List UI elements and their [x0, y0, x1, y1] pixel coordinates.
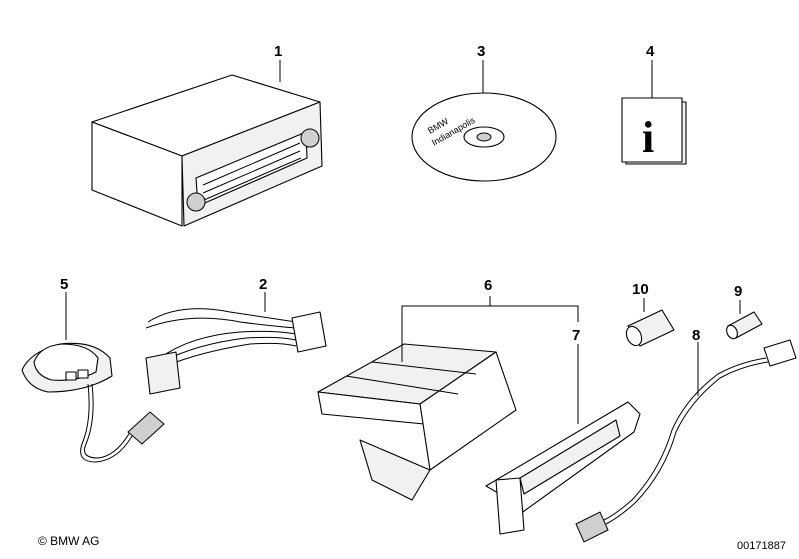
info-icon: i	[642, 113, 654, 162]
trim-bezel	[485, 344, 641, 535]
plug-sleeve	[726, 300, 763, 340]
document-number: 00171887	[737, 540, 786, 552]
info-booklet	[621, 60, 687, 165]
callout-8: 8	[692, 327, 700, 344]
callout-3: 3	[477, 43, 485, 60]
radio-unit	[91, 60, 323, 227]
gps-antenna	[21, 292, 165, 463]
callout-9: 9	[734, 283, 742, 300]
mounting-frame	[317, 296, 579, 501]
callout-5: 5	[60, 276, 68, 293]
antenna-adapter-cable	[575, 339, 797, 543]
callout-4: 4	[646, 43, 655, 60]
callout-7: 7	[572, 327, 580, 344]
callout-6: 6	[484, 277, 492, 294]
callout-10: 10	[632, 281, 649, 298]
callout-2: 2	[259, 276, 267, 293]
navigation-cd	[411, 60, 557, 182]
cable-sleeve	[625, 298, 675, 347]
callout-1: 1	[274, 43, 282, 60]
copyright-notice: © BMW AG	[38, 534, 100, 548]
wiring-harness	[145, 292, 327, 395]
